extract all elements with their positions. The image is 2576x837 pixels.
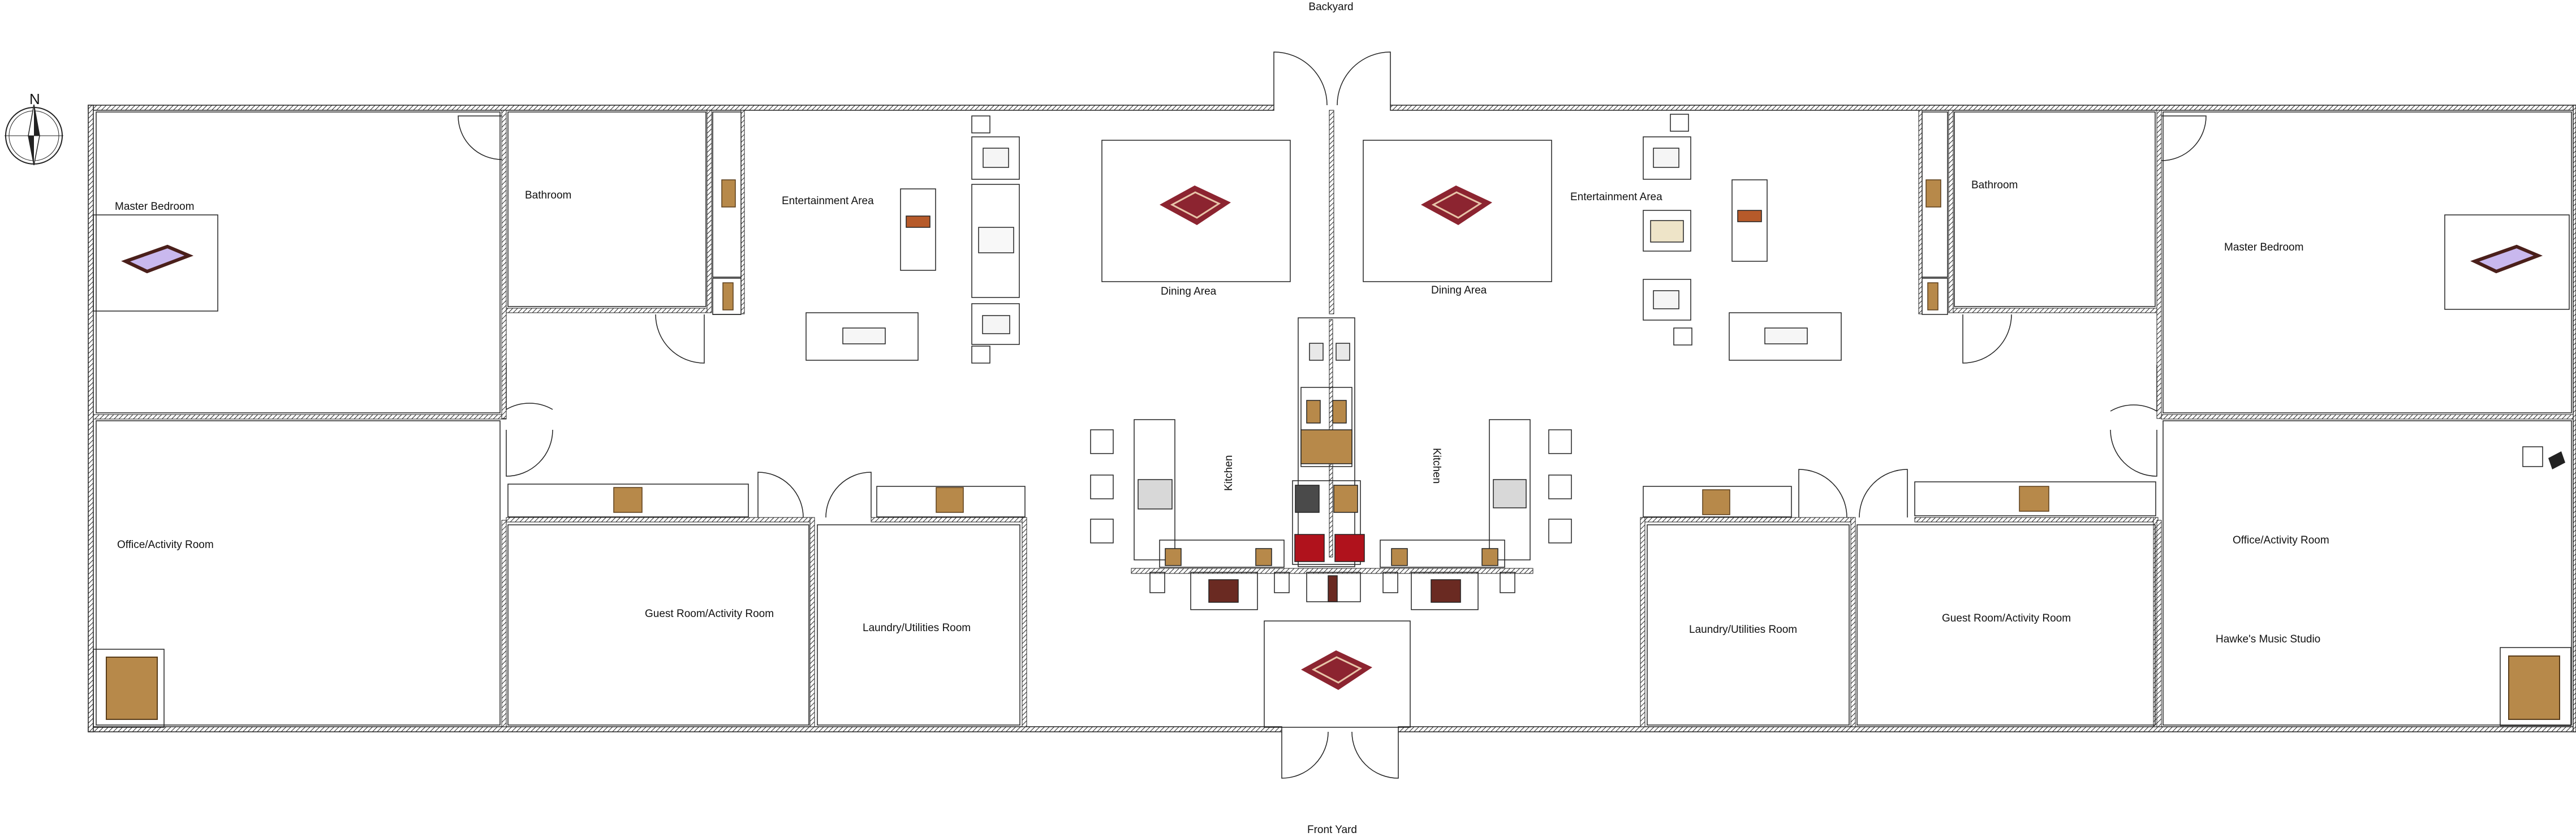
room-guest-left: Guest Room/Activity Room bbox=[645, 608, 774, 620]
front-yard-label: Front Yard bbox=[1307, 824, 1358, 836]
bath-cabinets bbox=[721, 179, 1941, 310]
room-bathroom-right: Bathroom bbox=[1971, 179, 2018, 191]
compass-north-label: N bbox=[29, 90, 40, 107]
room-music-studio: Hawke's Music Studio bbox=[2216, 633, 2321, 645]
room-dining-left: Dining Area bbox=[1161, 286, 1217, 297]
room-office-left: Office/Activity Room bbox=[117, 539, 214, 551]
wall-bottom-right bbox=[1398, 726, 2576, 732]
room-entertainment-right: Entertainment Area bbox=[1570, 191, 1662, 203]
wall-top-right bbox=[1390, 105, 2576, 111]
room-master-bedroom-right: Master Bedroom bbox=[2224, 241, 2304, 253]
room-dining-right: Dining Area bbox=[1431, 284, 1487, 296]
beds bbox=[93, 214, 2570, 312]
wall-top-left bbox=[88, 105, 1274, 111]
room-master-bedroom-left: Master Bedroom bbox=[115, 201, 195, 213]
room-bathroom-left: Bathroom bbox=[525, 189, 572, 201]
interior-walls bbox=[93, 110, 2574, 727]
entertainment-furniture bbox=[805, 114, 1842, 364]
wall-left bbox=[88, 105, 94, 732]
room-guest-right: Guest Room/Activity Room bbox=[1942, 612, 2071, 624]
room-office-right: Office/Activity Room bbox=[2233, 534, 2329, 546]
backyard-label: Backyard bbox=[1308, 1, 1354, 13]
outer-walls bbox=[88, 105, 2576, 732]
wall-right bbox=[2573, 105, 2576, 732]
wood-units bbox=[613, 486, 2049, 515]
room-kitchen-right: Kitchen bbox=[1431, 448, 1442, 484]
wall-bottom-left bbox=[88, 726, 1282, 732]
room-kitchen-left: Kitchen bbox=[1223, 455, 1235, 491]
room-entertainment-left: Entertainment Area bbox=[782, 195, 874, 207]
room-laundry-left: Laundry/Utilities Room bbox=[863, 622, 971, 634]
desks bbox=[93, 446, 2571, 728]
room-outlines bbox=[96, 111, 2572, 726]
doors bbox=[458, 51, 2207, 779]
rug-icons bbox=[1160, 185, 1492, 690]
dining-tables bbox=[1101, 140, 1552, 728]
kitchen bbox=[1090, 317, 1572, 610]
compass-icon bbox=[5, 104, 63, 166]
room-laundry-right: Laundry/Utilities Room bbox=[1689, 624, 1798, 636]
